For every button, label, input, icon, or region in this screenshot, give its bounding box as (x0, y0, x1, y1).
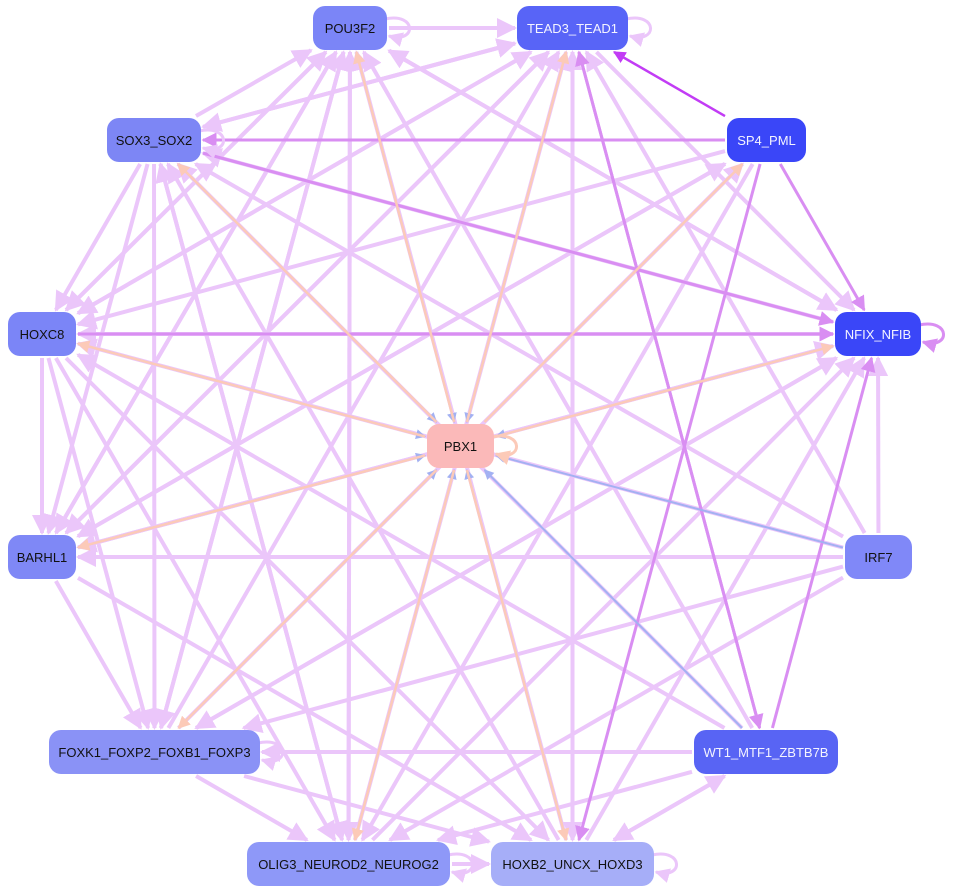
edge-SP4_PML-to-OLIG3_NEUROD2_NEUROG2 (360, 163, 755, 842)
edge-SOX3_SOX2-to-NFIX_NFIB (202, 151, 835, 326)
node-wt1_mtf1_zbtb7b[interactable]: WT1_MTF1_ZBTB7B (694, 730, 838, 774)
node-label: SP4_PML (737, 132, 796, 148)
node-label: OLIG3_NEUROD2_NEUROG2 (258, 856, 439, 872)
edge-SOX3_SOX2-to-POU3F2 (195, 48, 313, 118)
edge-PBX1-to-NFIX_NFIB (495, 342, 835, 438)
edge-BARHL1-to-FOXK1_FOXP2_FOXB1_FOXP3 (54, 580, 143, 730)
edge-PBX1-to-HOXC8 (76, 340, 426, 438)
edge-PBX1-to-FOXK1_FOXP2_FOXB1_FOXP3 (177, 469, 438, 729)
node-label: WT1_MTF1_ZBTB7B (703, 744, 829, 760)
edge-HOXC8-to-OLIG3_NEUROD2_NEUROG2 (54, 356, 337, 842)
node-hoxc8[interactable]: HOXC8 (8, 312, 76, 356)
node-irf7[interactable]: IRF7 (845, 535, 912, 579)
edge-FOXK1_FOXP2_FOXB1_FOXP3-to-HOXB2_UNCX_HOXD3 (243, 774, 491, 847)
node-label: TEAD3_TEAD1 (526, 20, 619, 36)
node-pou3f2[interactable]: POU3F2 (313, 6, 387, 50)
edge-IRF7-to-FOXK1_FOXP2_FOXB1_FOXP3 (241, 564, 844, 733)
node-olig3_neurod2_neurog2[interactable]: OLIG3_NEUROD2_NEUROG2 (247, 842, 450, 886)
node-label: NFIX_NFIB (844, 326, 912, 342)
node-hoxb2_uncx_hoxd3[interactable]: HOXB2_UNCX_HOXD3 (491, 842, 654, 886)
edge-FOXK1_FOXP2_FOXB1_FOXP3-to-OLIG3_NEUROD2_NEUROG2 (195, 774, 309, 842)
self-loop-SOX3_SOX2 (198, 128, 225, 159)
edge-SP4_PML-to-HOXC8 (76, 149, 726, 330)
self-loop-TEAD3_TEAD1 (625, 16, 652, 47)
self-loop-FOXK1_FOXP2_FOXB1_FOXP3 (257, 740, 284, 771)
node-label: IRF7 (864, 549, 893, 565)
node-tead3_tead1[interactable]: TEAD3_TEAD1 (517, 6, 628, 50)
self-loop-HOXB2_UNCX_HOXD3 (651, 852, 678, 883)
edge-WT1_MTF1_ZBTB7B-to-POU3F2 (362, 50, 754, 729)
node-label: POU3F2 (324, 20, 376, 36)
node-sp4_pml[interactable]: SP4_PML (727, 118, 806, 162)
edge-PBX1-to-SP4_PML (483, 163, 744, 423)
edge-PBX1-to-HOXB2_UNCX_HOXD3 (465, 469, 570, 842)
edge-WT1_MTF1_ZBTB7B-to-HOXC8 (76, 353, 726, 730)
node-sox3_sox2[interactable]: SOX3_SOX2 (107, 118, 201, 162)
edge-HOXB2_UNCX_HOXD3-to-SOX3_SOX2 (166, 162, 561, 842)
node-label: HOXB2_UNCX_HOXD3 (502, 856, 643, 872)
edge-PBX1-to-SOX3_SOX2 (177, 163, 438, 423)
node-foxk1_foxp2_foxb1_foxp3[interactable]: FOXK1_FOXP2_FOXB1_FOXP3 (49, 730, 260, 774)
node-label: BARHL1 (16, 549, 68, 565)
edge-IRF7-to-OLIG3_NEUROD2_NEUROG2 (388, 575, 845, 842)
self-loop-NFIX_NFIB (918, 322, 945, 353)
edge-TEAD3_TEAD1-to-HOXC8 (76, 50, 532, 315)
edge-TEAD3_TEAD1-to-SOX3_SOX2 (201, 41, 516, 132)
edge-FOXK1_FOXP2_FOXB1_FOXP3-to-TEAD3_TEAD1 (166, 50, 561, 729)
node-label: HOXC8 (19, 326, 65, 342)
self-loop-PBX1 (491, 434, 518, 465)
edge-HOXB2_UNCX_HOXD3-to-WT1_MTF1_ZBTB7B (612, 774, 727, 842)
self-loop-POU3F2 (384, 16, 411, 47)
edge-SP4_PML-to-BARHL1 (76, 162, 726, 539)
edge-IRF7-to-SOX3_SOX2 (193, 162, 844, 539)
edge-BARHL1-to-HOXB2_UNCX_HOXD3 (76, 576, 533, 842)
edge-PBX1-to-OLIG3_NEUROD2_NEUROG2 (351, 469, 456, 842)
edge-NFIX_NFIB-to-FOXK1_FOXP2_FOXB1_FOXP3 (194, 356, 838, 730)
node-barhl1[interactable]: BARHL1 (8, 535, 76, 579)
edge-PBX1-to-TEAD3_TEAD1 (465, 50, 570, 423)
edge-SP4_PML-to-NFIX_NFIB (778, 163, 866, 312)
self-loop-OLIG3_NEUROD2_NEUROG2 (447, 852, 474, 883)
node-nfix_nfib[interactable]: NFIX_NFIB (835, 312, 921, 356)
node-pbx1[interactable]: PBX1 (427, 424, 494, 468)
edge-IRF7-to-PBX1 (495, 452, 844, 549)
node-label: SOX3_SOX2 (115, 132, 193, 148)
node-label: FOXK1_FOXP2_FOXB1_FOXP3 (58, 744, 251, 760)
edge-PBX1-to-BARHL1 (76, 454, 426, 551)
edge-WT1_MTF1_ZBTB7B-to-PBX1 (483, 469, 743, 729)
edge-PBX1-to-POU3F2 (353, 50, 456, 423)
edge-SOX3_SOX2-to-HOXC8 (54, 163, 142, 312)
node-label: PBX1 (443, 438, 478, 454)
edge-SP4_PML-to-TEAD3_TEAD1 (612, 50, 726, 118)
edge-POU3F2-to-OLIG3_NEUROD2_NEUROG2 (338, 51, 359, 842)
